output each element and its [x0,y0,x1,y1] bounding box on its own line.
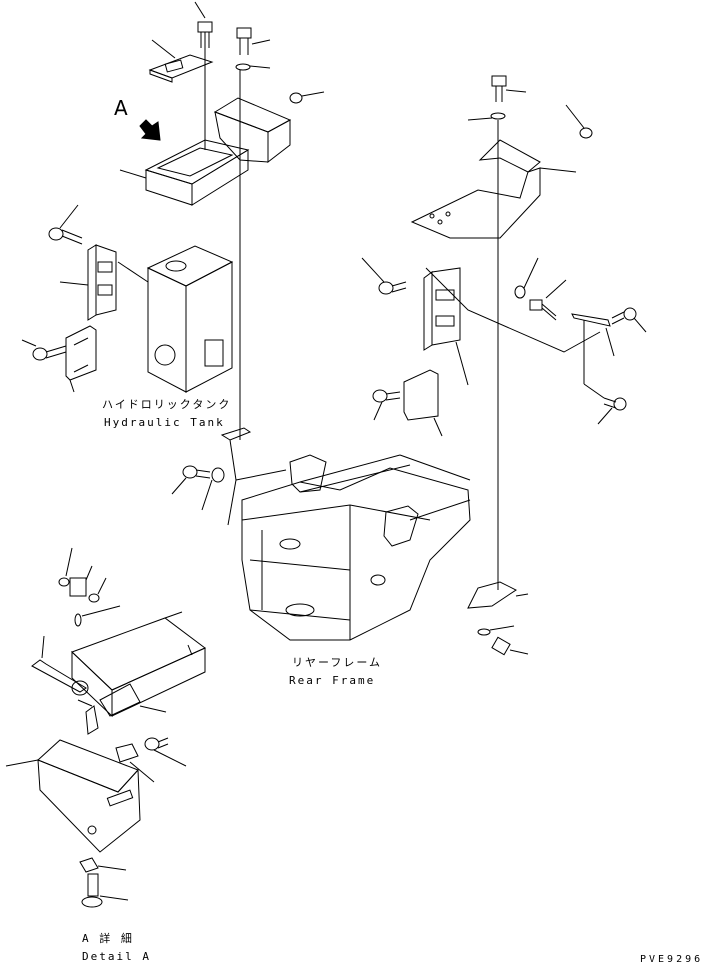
view-marker-label: A [114,96,128,120]
detail-bolt-bottom [81,873,129,908]
view-arrow-icon [139,119,161,141]
detail-a-label-jp: A 詳 細 [82,932,134,945]
detail-spring [74,605,121,627]
bracket-lower-left [65,325,97,393]
hydraulic-tank-label-jp: ハイドロリックタンク [102,398,232,411]
washer-top-center [235,63,271,71]
right-cover-assembly [361,75,647,590]
part-code: PVE9296 [640,954,704,965]
rear-frame [241,454,471,641]
detail-nut [79,857,127,873]
bolt-center [171,465,211,495]
hydraulic-tank [117,245,234,393]
bolt-frame-bottom [491,636,529,656]
cover-plate-assembly [119,1,325,206]
right-cover-top [478,139,541,173]
right-linkage [425,267,601,353]
rear-frame-bracket [467,581,529,656]
bolt-right-bottom [597,397,627,425]
detail-small-bracket [77,699,99,735]
detail-bolt-right [144,737,187,767]
right-rod [571,313,615,399]
plug-right [565,104,593,139]
washer-center [201,467,225,511]
bolt-top-center [236,27,271,55]
detail-washer-1 [58,547,73,587]
bolt-right-top [491,75,527,102]
detail-bracket-small [115,743,155,783]
bolt-left-lower [21,339,67,361]
detail-washer-2 [88,577,107,603]
hydraulic-tank-label-en: Hydraulic Tank [104,416,225,429]
cover-base [119,139,250,206]
bolt-top-left [194,1,213,48]
bracket-upper-left [59,244,117,321]
bolt-right-far [611,307,647,333]
detail-a-assembly [5,547,206,908]
detail-clip [69,565,93,597]
washer-right [514,257,539,299]
detail-cover [5,739,141,853]
detail-long-bolt [31,635,87,693]
rear-frame-label-en: Rear Frame [289,674,376,687]
detail-a-label-en: Detail A [82,950,151,963]
rear-frame-label-jp: リヤーフレーム [292,656,383,669]
center-connectors [171,70,287,526]
bolt-right-small [529,279,567,321]
bolt-right-lower [372,389,401,421]
bolt-left-upper [48,204,83,245]
right-cover-body [410,167,541,239]
right-bracket-lower [403,369,443,437]
small-plate [148,39,214,83]
detail-plate [71,611,206,718]
plug-top [289,91,325,104]
washer-right-top [467,112,506,121]
bolt-right-mid [361,257,407,295]
right-bracket-upper [423,267,469,386]
leader-plate [139,705,167,713]
angled-support [204,46,292,164]
tank-brackets [21,204,117,393]
